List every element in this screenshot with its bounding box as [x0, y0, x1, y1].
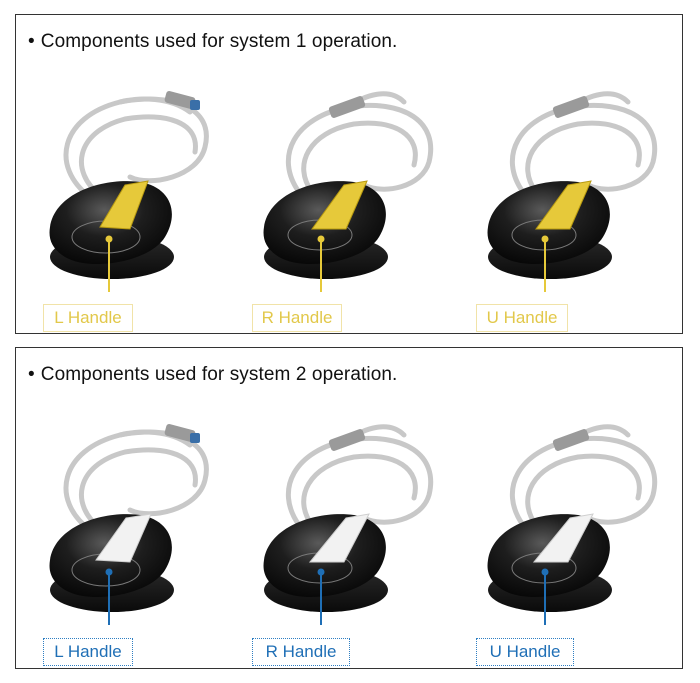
r-handle-label: R Handle: [252, 304, 342, 332]
u-handle-label: U Handle: [476, 638, 574, 666]
l-handle-device-image: [30, 77, 220, 292]
u-handle-footswitch-icon: [487, 91, 658, 292]
r-handle-device-image: [254, 77, 444, 292]
system-1-panel: •Components used for system 1 operation.…: [15, 14, 683, 334]
system-1-heading: •Components used for system 1 operation.: [28, 31, 398, 52]
system-2-panel: •Components used for system 2 operation.…: [15, 347, 683, 669]
system-1-heading-text: Components used for system 1 operation.: [40, 31, 398, 52]
r-handle-device-image: [254, 410, 444, 625]
l-handle-device-image: [30, 410, 220, 625]
u-handle-footswitch-icon: [487, 424, 658, 625]
system-2-heading-text: Components used for system 2 operation.: [40, 364, 398, 385]
l-handle-label: L Handle: [43, 638, 133, 666]
u-handle-device-image: [478, 410, 668, 625]
r-handle-label: R Handle: [252, 638, 350, 666]
system-2-heading: •Components used for system 2 operation.: [28, 364, 398, 385]
r-handle-footswitch-icon: [263, 424, 434, 625]
u-handle-device-image: [478, 77, 668, 292]
l-handle-label: L Handle: [43, 304, 133, 332]
u-handle-label: U Handle: [476, 304, 568, 332]
l-handle-footswitch-icon: [49, 90, 209, 292]
l-handle-footswitch-icon: [49, 423, 209, 625]
r-handle-footswitch-icon: [263, 91, 434, 292]
